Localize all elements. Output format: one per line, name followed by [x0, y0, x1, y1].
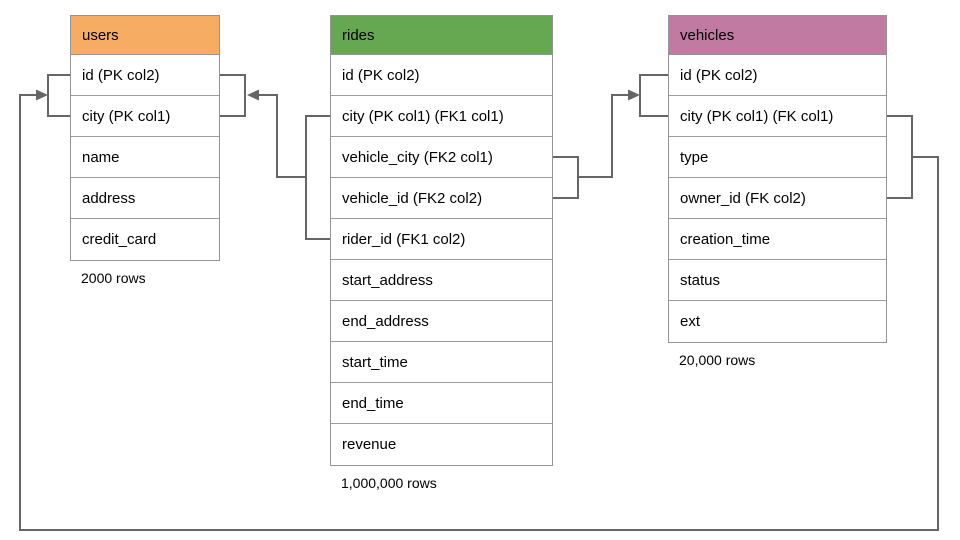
- relationship-rides-users: [220, 74, 330, 240]
- table-column-row: name: [71, 137, 219, 178]
- users-pk-left-bracket: [47, 74, 70, 117]
- table-users-title: users: [82, 26, 119, 44]
- table-rides: rides id (PK col2)city (PK col1) (FK1 co…: [330, 15, 553, 491]
- table-column-row: city (PK col1) (FK col1): [669, 96, 886, 137]
- table-vehicles-header: vehicles: [669, 16, 886, 55]
- table-rides-rowcount: 1,000,000 rows: [341, 475, 437, 491]
- table-column-row: id (PK col2): [331, 55, 552, 96]
- table-vehicles-rowcount: 20,000 rows: [679, 352, 756, 368]
- table-column-row: end_address: [331, 301, 552, 342]
- table-vehicles-columns: id (PK col2)city (PK col1) (FK col1)type…: [669, 55, 886, 342]
- vehicles-users-arrowhead: [36, 89, 48, 101]
- table-column-row: id (PK col2): [669, 55, 886, 96]
- table-column-row: credit_card: [71, 219, 219, 260]
- table-column-row: start_address: [331, 260, 552, 301]
- users-pk-right-bracket: [220, 74, 246, 117]
- table-column-row: owner_id (FK col2): [669, 178, 886, 219]
- rides-users-arrowhead: [247, 89, 259, 101]
- vehicles-pk-bracket: [639, 74, 668, 117]
- table-column-row: rider_id (FK1 col2): [331, 219, 552, 260]
- table-column-row: start_time: [331, 342, 552, 383]
- table-column-row: address: [71, 178, 219, 219]
- table-vehicles-title: vehicles: [680, 26, 735, 44]
- rides-vehicles-link-line: [578, 94, 628, 178]
- rides-vehicles-arrowhead: [628, 89, 640, 101]
- table-column-row: vehicle_id (FK2 col2): [331, 178, 552, 219]
- rides-users-link-line: [259, 94, 306, 178]
- table-column-row: type: [669, 137, 886, 178]
- table-vehicles: vehicles id (PK col2)city (PK col1) (FK …: [668, 15, 887, 368]
- table-rides-title: rides: [342, 26, 375, 44]
- table-users-header: users: [71, 16, 219, 55]
- rides-fk2-bracket: [553, 156, 579, 199]
- table-column-row: end_time: [331, 383, 552, 424]
- table-column-row: id (PK col2): [71, 55, 219, 96]
- table-column-row: vehicle_city (FK2 col1): [331, 137, 552, 178]
- vehicles-fk-bracket: [887, 115, 913, 199]
- table-column-row: revenue: [331, 424, 552, 465]
- table-column-row: creation_time: [669, 219, 886, 260]
- relationship-rides-vehicles: [553, 74, 668, 199]
- table-column-row: status: [669, 260, 886, 301]
- table-rides-columns: id (PK col2)city (PK col1) (FK1 col1)veh…: [331, 55, 552, 465]
- table-users-rowcount: 2000 rows: [81, 270, 146, 286]
- table-column-row: ext: [669, 301, 886, 342]
- table-column-row: city (PK col1) (FK1 col1): [331, 96, 552, 137]
- rides-fk1-bracket: [305, 115, 330, 240]
- table-column-row: city (PK col1): [71, 96, 219, 137]
- table-rides-header: rides: [331, 16, 552, 55]
